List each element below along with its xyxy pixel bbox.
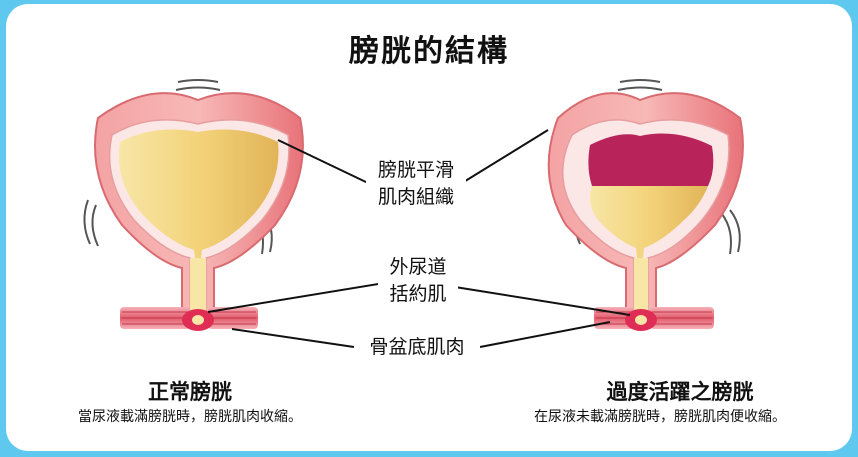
overactive-bladder-title: 過度活躍之膀胱 xyxy=(560,376,800,406)
pelvic-floor-label-text: 骨盆底肌肉 xyxy=(354,334,480,361)
overactive-bladder xyxy=(549,80,743,331)
pelvic-floor-label: 骨盆底肌肉 xyxy=(354,334,480,361)
normal-bladder xyxy=(84,80,302,331)
sphincter-label-line1: 外尿道 xyxy=(378,254,458,281)
smooth-muscle-label-line1: 膀胱平滑 xyxy=(366,157,466,184)
overactive-bladder-caption: 在尿液未載滿膀胱時，膀胱肌肉便收縮。 xyxy=(480,406,840,426)
normal-bladder-title: 正常膀胱 xyxy=(90,376,290,406)
sphincter-label-line2: 括約肌 xyxy=(378,281,458,308)
empty-space xyxy=(588,134,713,186)
smooth-muscle-label-line2: 肌肉組織 xyxy=(366,184,466,211)
sphincter-label: 外尿道 括約肌 xyxy=(378,254,458,308)
normal-bladder-caption: 當尿液載滿膀胱時，膀胱肌肉收縮。 xyxy=(20,406,360,426)
smooth-muscle-label: 膀胱平滑 肌肉組織 xyxy=(366,157,466,211)
urine-full xyxy=(119,130,279,268)
